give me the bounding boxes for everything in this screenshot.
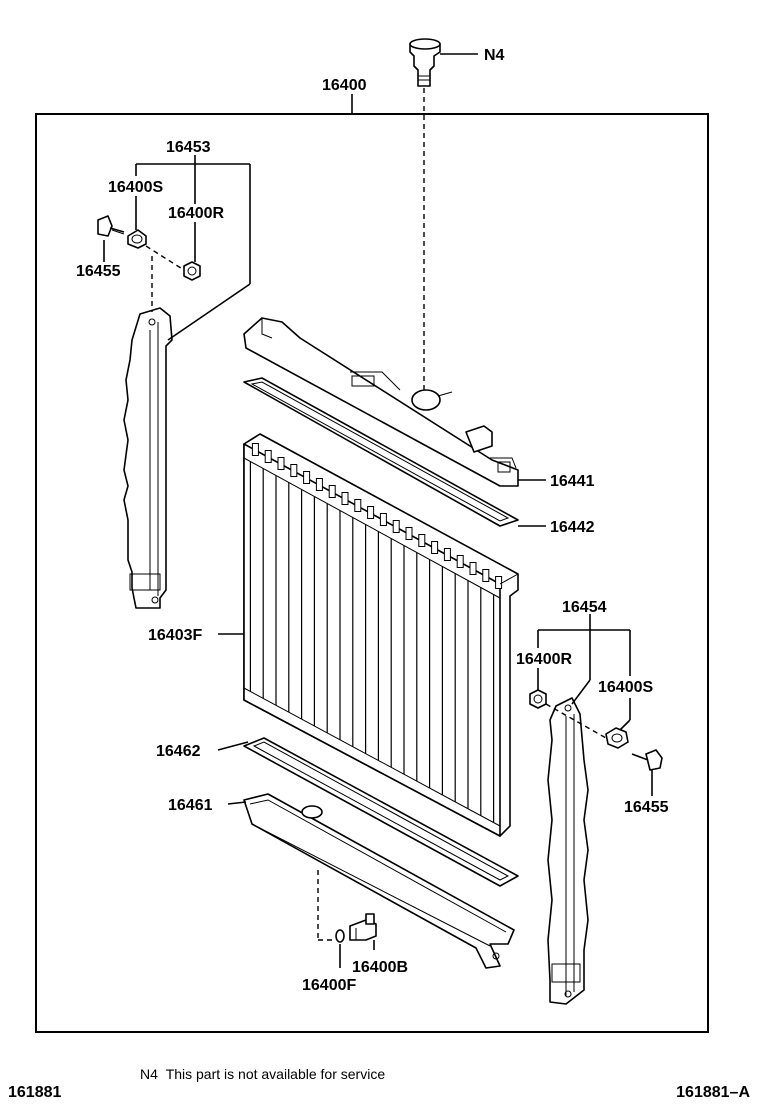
core-header-tab: [277, 457, 285, 470]
core-header-tab: [456, 555, 464, 568]
core-header-tab: [482, 569, 490, 582]
core-fins: [249, 443, 503, 823]
radiator-core: [243, 433, 519, 837]
callout-bolt-right: 16455: [624, 799, 669, 816]
callout-upper-tank: 16441: [550, 473, 595, 490]
right-bolt-16455: [631, 749, 663, 771]
figure-number: 161881: [8, 1084, 62, 1101]
service-note-text: This part is not available for service: [165, 1066, 386, 1082]
callout-drain-oring: 16400F: [302, 977, 356, 994]
right-bolt-16400s: [605, 727, 629, 749]
core-header-tab: [392, 520, 400, 533]
figure-reference: 161881–A: [676, 1084, 750, 1101]
callout-lower-gasket: 16462: [156, 743, 201, 760]
upper-tank: [243, 317, 519, 487]
core-header-tab: [251, 443, 259, 456]
right-nut-16400r: [529, 689, 547, 709]
left-bracket: [123, 307, 173, 609]
core-header-tab: [328, 485, 336, 498]
drain-cock: [349, 913, 377, 941]
callout-assembly: 16400: [322, 77, 367, 94]
callout-nut-r-right: 16400R: [516, 651, 572, 668]
core-header-tab: [431, 541, 439, 554]
core-header-tab: [354, 499, 362, 512]
service-note-code: N4: [140, 1066, 158, 1082]
callout-core: 16403F: [148, 627, 202, 644]
core-header-tab: [495, 576, 503, 589]
callout-drain-cock: 16400B: [352, 959, 408, 976]
core-header-tab: [443, 548, 451, 561]
core-header-tab: [264, 450, 272, 463]
callout-nut-r-left: 16400R: [168, 205, 224, 222]
left-bolt-16455: [97, 215, 125, 237]
core-header-tab: [341, 492, 349, 505]
upper-gasket: [243, 377, 519, 527]
core-header-tab: [303, 471, 311, 484]
core-header-tab: [290, 464, 298, 477]
left-nut-16400r: [183, 261, 201, 281]
radiator-cap: [409, 38, 441, 87]
drain-oring: [335, 929, 345, 943]
callout-n4: N4: [484, 47, 505, 64]
lower-gasket: [243, 737, 519, 887]
core-header-tab: [469, 562, 477, 575]
service-note: N4 This part is not available for servic…: [140, 1066, 385, 1082]
callout-bolt-s-left: 16400S: [108, 179, 163, 196]
left-bolt-16400s: [127, 229, 147, 249]
callout-bracket-left: 16453: [166, 139, 211, 156]
assembly-frame: [35, 113, 709, 1033]
core-header-tab: [379, 513, 387, 526]
callout-bracket-right: 16454: [562, 599, 607, 616]
callout-bolt-left: 16455: [76, 263, 121, 280]
lower-tank: [243, 793, 515, 969]
core-header-tab: [418, 534, 426, 547]
core-header-tab: [405, 527, 413, 540]
callout-bolt-s-right: 16400S: [598, 679, 653, 696]
callout-lower-tank: 16461: [168, 797, 213, 814]
right-bracket: [547, 697, 589, 1005]
core-header-tab: [315, 478, 323, 491]
callout-upper-gasket: 16442: [550, 519, 595, 536]
core-header-tab: [367, 506, 375, 519]
